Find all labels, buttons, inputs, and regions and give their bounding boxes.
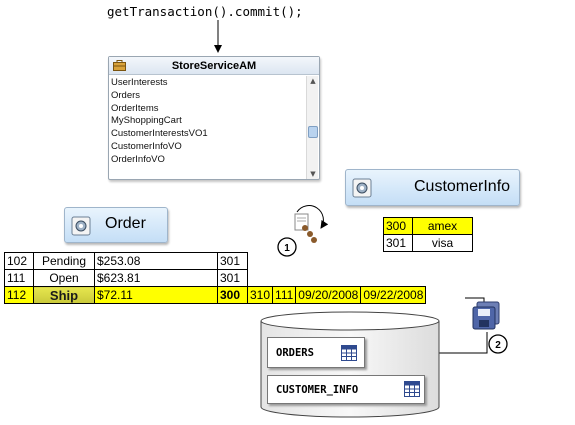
transaction-icon: [294, 213, 317, 243]
customer-table: 300 amex 301 visa: [383, 217, 473, 252]
table-cell: 300: [383, 217, 413, 235]
table-cell: $72.11: [94, 286, 218, 304]
view-object-icon: [352, 178, 372, 198]
table-cell: 301: [217, 269, 248, 287]
scrollbar-thumb[interactable]: [308, 126, 318, 138]
db-table-icon: [341, 345, 357, 361]
table-cell: $623.81: [94, 269, 218, 287]
app-module-panel: StoreServiceAM UserInterests Orders Orde…: [108, 56, 320, 180]
order-view-object[interactable]: Order: [64, 207, 168, 243]
table-cell: $253.08: [94, 252, 218, 270]
cycle-arrow: [296, 205, 329, 229]
table-row: 112 Ship $72.11 300 310 111 09/20/2008 0…: [4, 286, 427, 304]
orders-table-box[interactable]: ORDERS: [267, 337, 365, 368]
scroll-down-icon[interactable]: ▼: [310, 170, 316, 178]
table-row: 300 amex: [383, 217, 473, 235]
table-name: ORDERS: [276, 347, 314, 359]
table-cell: 301: [217, 252, 248, 270]
table-cell: Pending: [33, 252, 95, 270]
table-cell: 300: [217, 286, 248, 304]
table-cell: visa: [412, 234, 473, 252]
table-cell: 301: [383, 234, 413, 252]
table-name: CUSTOMER_INFO: [276, 384, 359, 396]
table-row: 102 Pending $253.08 301: [4, 252, 426, 270]
step-number: 2: [495, 340, 501, 351]
table-cell: 111: [272, 286, 297, 304]
table-cell: 310: [246, 286, 274, 304]
briefcase-icon: [113, 60, 126, 71]
app-module-list[interactable]: UserInterests Orders OrderItems MyShoppi…: [111, 77, 303, 167]
list-item[interactable]: OrderItems: [111, 102, 159, 114]
table-cell: Open: [33, 269, 95, 287]
table-cell: 112: [4, 286, 34, 304]
step-badge: 1: [277, 237, 297, 257]
step-number: 1: [284, 243, 290, 254]
table-cell: Ship: [33, 286, 95, 304]
order-table: 102 Pending $253.08 301 111 Open $623.81…: [4, 252, 427, 304]
scroll-up-icon[interactable]: ▲: [310, 77, 316, 85]
list-item[interactable]: CustomerInterestsVO1: [111, 128, 208, 140]
table-cell: 09/20/2008: [295, 286, 362, 304]
order-label: Order: [105, 215, 146, 232]
commit-code: getTransaction().commit();: [107, 4, 303, 19]
list-item[interactable]: OrderInfoVO: [111, 153, 165, 165]
app-module-scrollbar[interactable]: ▲ ▼: [306, 76, 318, 179]
table-cell: amex: [412, 217, 473, 235]
table-row: 301 visa: [383, 234, 473, 252]
app-module-title: StoreServiceAM: [171, 60, 257, 72]
table-cell: 102: [4, 252, 34, 270]
save-disk-icon: [472, 301, 500, 330]
table-cell: 111: [4, 269, 34, 287]
app-module-header: StoreServiceAM: [109, 57, 319, 75]
customer-info-table-box[interactable]: CUSTOMER_INFO: [267, 375, 425, 404]
step-badge: 2: [488, 334, 508, 354]
db-table-icon: [404, 381, 420, 397]
list-item[interactable]: UserInterests: [111, 77, 168, 88]
customer-info-label: CustomerInfo: [414, 178, 511, 195]
list-item[interactable]: CustomerInfoVO: [111, 140, 182, 152]
view-object-icon: [71, 216, 91, 236]
table-cell: 09/22/2008: [360, 286, 427, 304]
customer-info-view-object[interactable]: CustomerInfo: [345, 169, 520, 206]
table-row: 111 Open $623.81 301: [4, 269, 426, 287]
list-item[interactable]: MyShoppingCart: [111, 115, 182, 127]
list-item[interactable]: Orders: [111, 89, 141, 101]
